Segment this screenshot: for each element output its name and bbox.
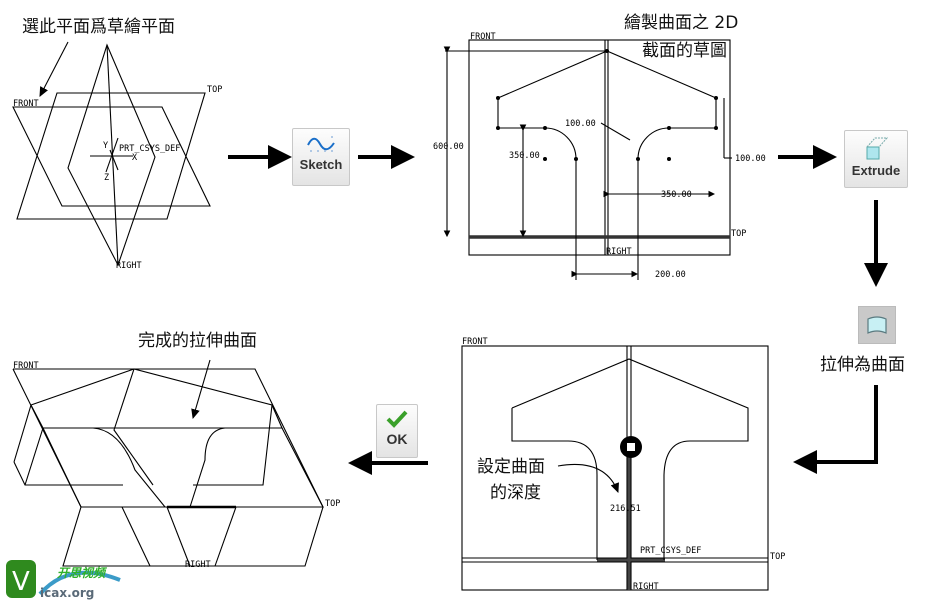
front-label: FRONT [13,361,39,371]
watermark-site: icax.org [40,586,94,600]
extrude-button[interactable]: Extrude [844,130,908,188]
caption-draw-sketch-line1: 繪製曲面之 2D [624,13,738,33]
dim-gap[interactable]: 200.00 [655,270,686,280]
right-label: RIGHT [606,247,632,257]
flow-arrow [793,385,878,474]
extrude-button-label: Extrude [851,163,901,178]
top-label: TOP [325,499,340,509]
front-label: FRONT [13,99,39,109]
top-plane[interactable] [16,92,206,220]
svg-text:V: V [12,567,30,597]
caption-finished-surface: 完成的拉伸曲面 [138,331,257,351]
caption-set-depth-line2: 的深度 [490,483,541,503]
caption-extrude-as-surface: 拉伸為曲面 [820,355,905,375]
csys-label: PRT_CSYS_DEF [119,144,180,154]
dim-radius[interactable]: 100.00 [565,119,596,129]
right-label: RIGHT [185,560,211,570]
sketch-button[interactable]: Sketch [292,128,350,186]
dim-height[interactable]: 600.00 [433,142,464,152]
sketch-button-label: Sketch [299,157,343,172]
section-profile [497,50,717,280]
caption-draw-sketch-line2: 截面的草圖 [642,41,727,61]
surface-icon [867,316,887,334]
top-label: TOP [770,552,785,562]
ok-button[interactable]: OK [376,404,418,458]
dim-half-width[interactable]: 350.00 [661,190,692,200]
front-plane[interactable] [12,106,211,207]
checkmark-icon [386,410,408,428]
section-profile [511,358,749,560]
pointer-arrow [39,41,69,97]
sketch-view: 繪製曲面之 2D 截面的草圖 600.00 350.00 100.00 100.… [433,13,766,280]
finished-surface-view: 完成的拉伸曲面 FRONT TOP RIGHT [12,331,340,570]
top-label: TOP [731,229,746,239]
top-label: TOP [207,85,222,95]
ok-button-label: OK [386,431,408,447]
axis-y-label: Y [103,141,108,151]
csys-label: PRT_CSYS_DEF [640,546,701,556]
front-label: FRONT [470,32,496,42]
depth-view: FRONT 設定曲面 的深度 216.51 PRT_CSYS_DEF TOP R… [461,337,785,592]
dim-neck[interactable]: 350.00 [509,151,540,161]
dim-depth[interactable]: 216.51 [610,504,641,514]
sketch-wave-icon [307,136,335,152]
axis-x-label: X [132,153,138,163]
datum-planes-view: 選此平面爲草繪平面 FRONT TOP RIGHT PRT_CSYS_DEF Y… [12,17,222,271]
sketch-plane-border [468,39,731,256]
watermark-logo: V 开思视频 icax.org [6,560,121,600]
extrude-box-icon [866,137,889,160]
right-label: RIGHT [116,261,142,271]
caption-set-depth-line1: 設定曲面 [477,457,545,477]
front-label: FRONT [462,337,488,347]
right-label: RIGHT [633,582,659,592]
dim-side[interactable]: 100.00 [735,154,766,164]
watermark-brand: 开思视频 [57,566,108,580]
axis-z-label: Z [104,173,109,183]
caption-select-plane: 選此平面爲草繪平面 [22,17,175,37]
surface-option-button[interactable] [858,306,896,344]
